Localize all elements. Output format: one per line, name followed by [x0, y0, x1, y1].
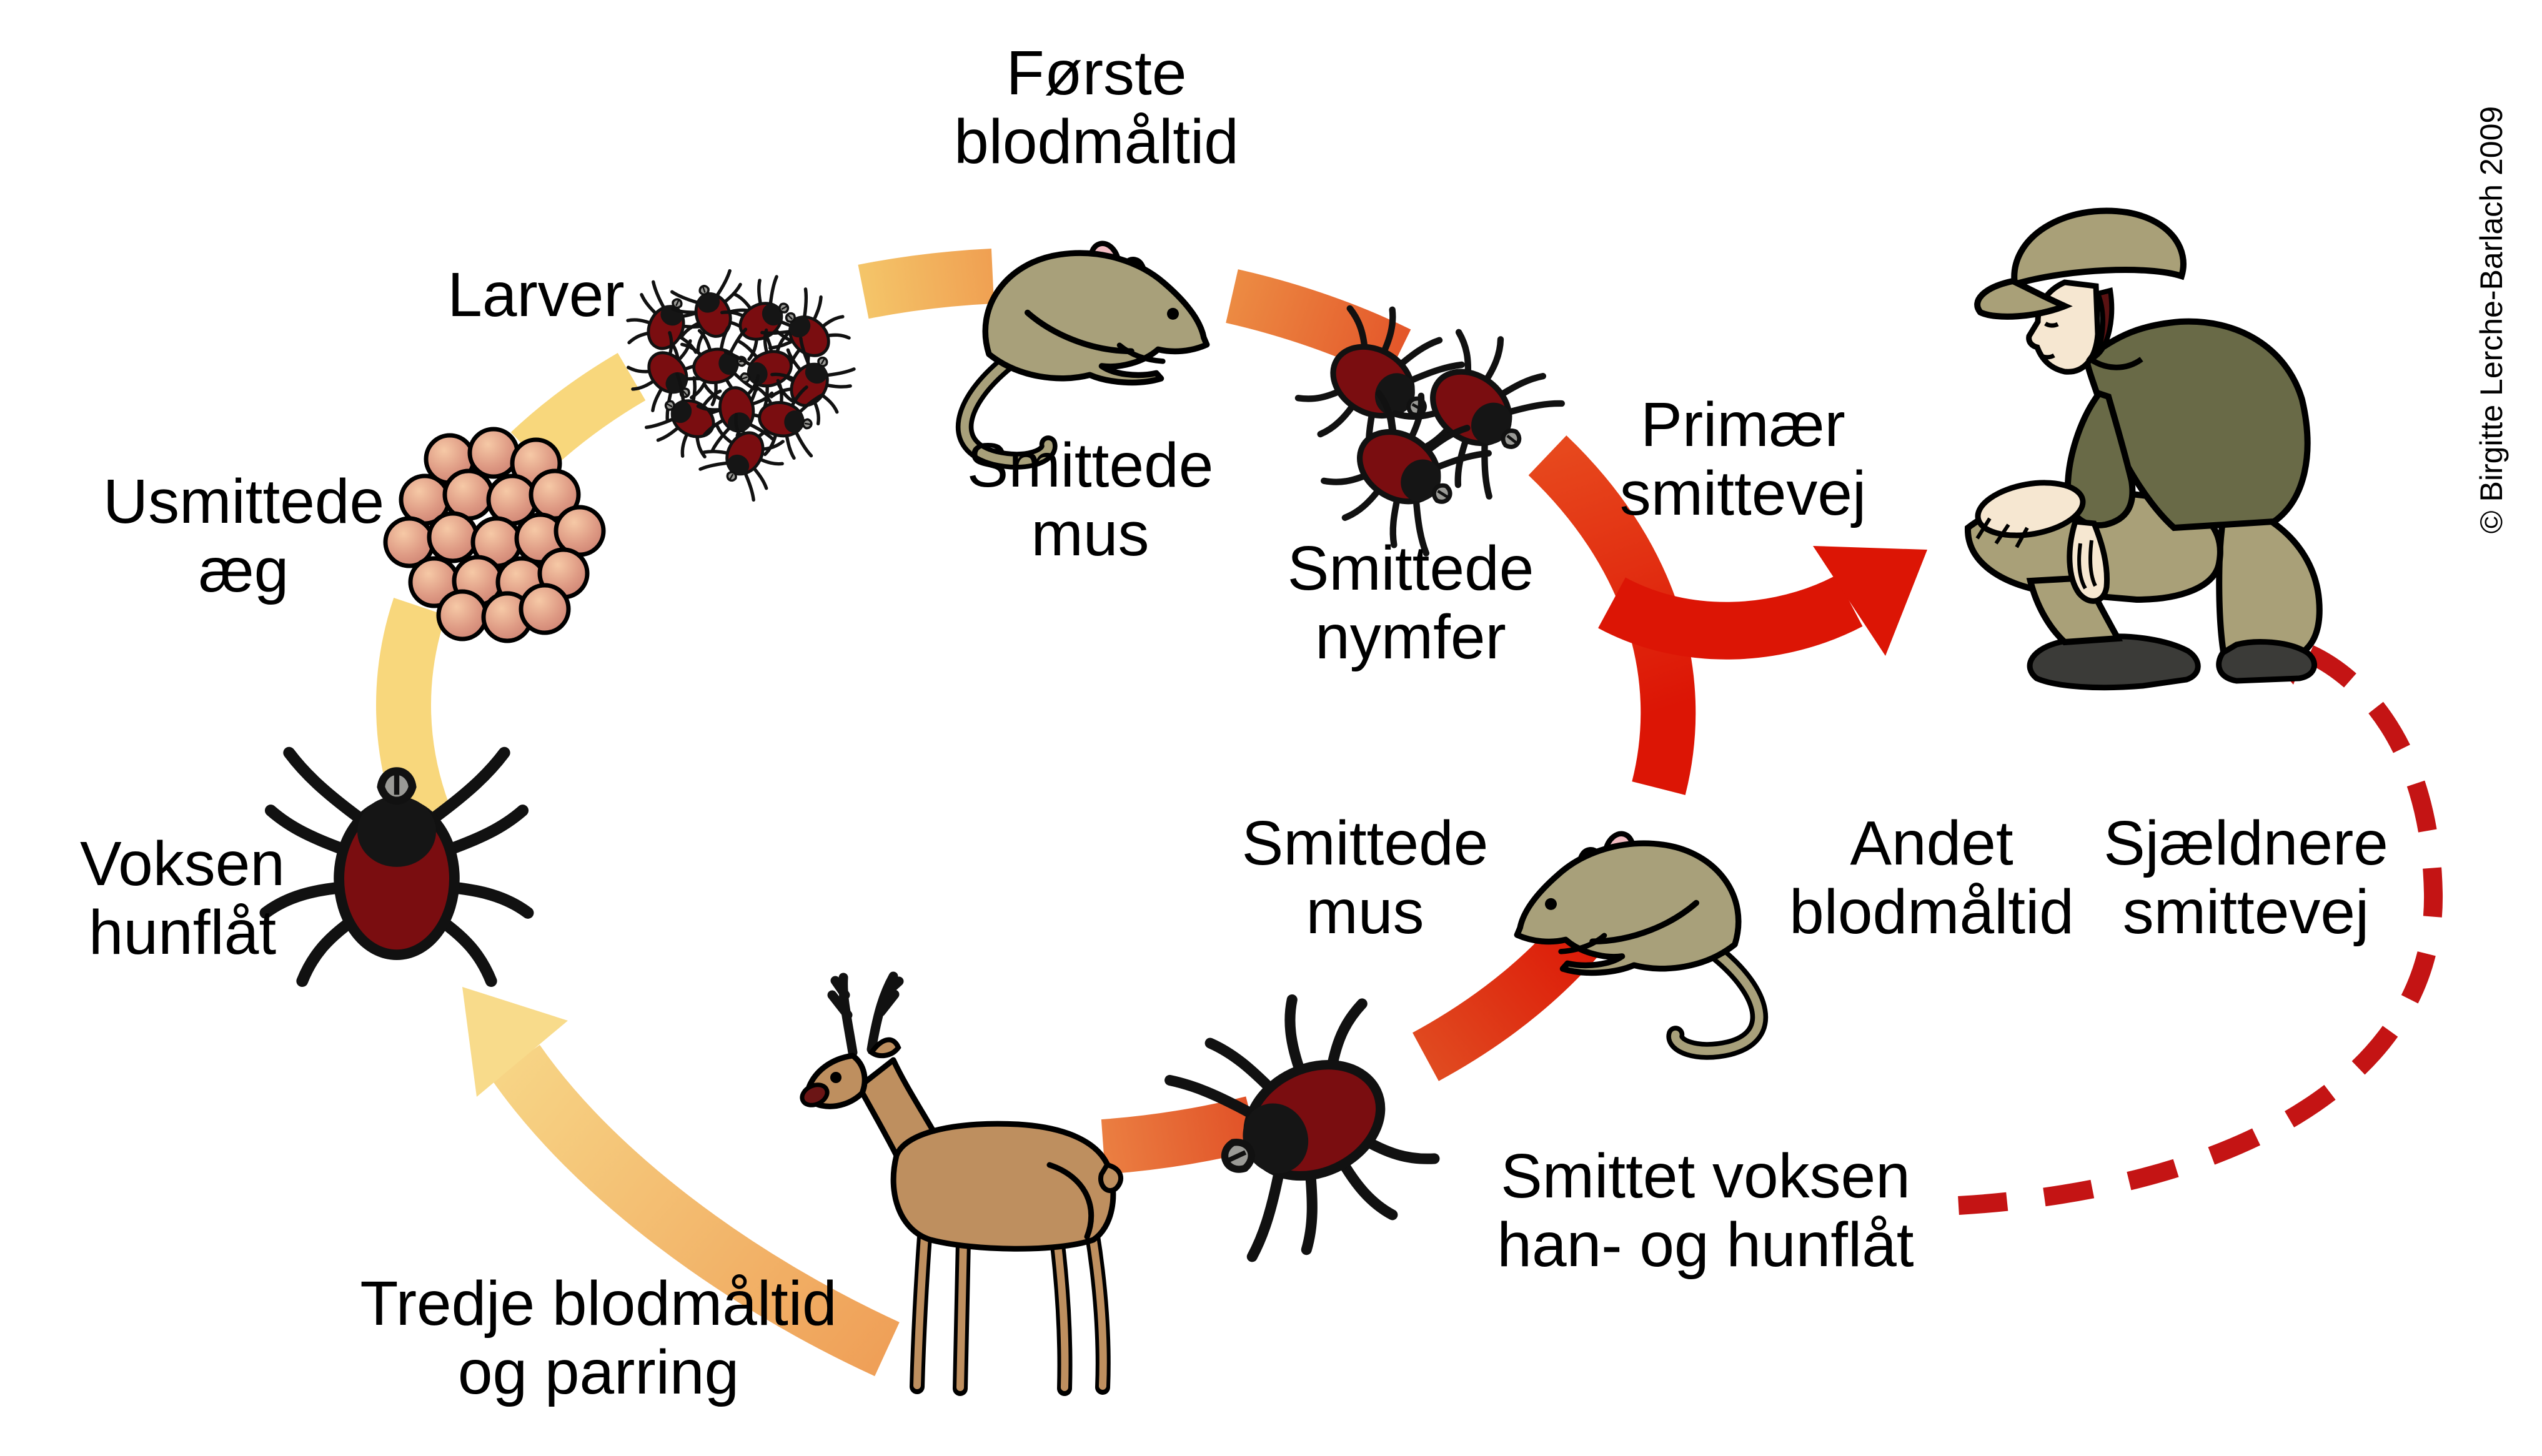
label-forste-line2: blodmåltid [954, 107, 1239, 177]
label-mus1-line1: Smittede [966, 430, 1214, 500]
return-arrow [462, 987, 900, 1377]
label-mus2-line1: Smittede [1241, 808, 1489, 878]
label-voksen-line2: hunflåt [88, 898, 277, 968]
person-knee-fingers [1975, 517, 2029, 548]
label-smittede-mus-1: Smittede mus [967, 431, 1214, 568]
primary-route-arrow [1598, 546, 1927, 660]
person-cap-brim [1974, 277, 2073, 320]
label-larver-line1: Larver [447, 260, 625, 330]
label-voksen-hunflat: Voksen hunflåt [80, 830, 285, 967]
person-rear-leg [2210, 495, 2323, 663]
person-hand-fingers [2077, 540, 2097, 590]
arc-mouse-to-nymphs [1226, 269, 1411, 379]
label-larver: Larver [447, 260, 624, 329]
person-hanging-hand [2067, 518, 2110, 604]
label-sjaeldnere-smittevej: Sjældnere smittevej [2103, 809, 2388, 946]
person-front-boot [2027, 633, 2201, 691]
label-mus2-line2: mus [1306, 877, 1424, 947]
label-tredje-line2: og parring [457, 1337, 740, 1407]
deer-legs-fill [913, 1229, 1107, 1391]
person-collar [2086, 355, 2143, 370]
label-andet-line1: Andet [1850, 808, 2013, 878]
person-hair [2090, 287, 2115, 364]
label-andet-line2: blodmåltid [1789, 877, 2074, 947]
arc-tick-to-deer [1101, 1096, 1259, 1174]
label-nymfer-line1: Smittede [1287, 533, 1534, 603]
label-smittede-nymfer: Smittede nymfer [1288, 534, 1534, 671]
label-tredje-line1: Tredje blodmåltid [360, 1269, 837, 1339]
deer-legs-outline [910, 1225, 1111, 1396]
label-usmittede-line1: Usmittede [102, 467, 385, 537]
adult-female-tick-icon [266, 753, 528, 981]
person-sleeve [2064, 390, 2136, 528]
label-smittet-line1: Smittet voksen [1501, 1141, 1910, 1211]
arc-larvae-to-mouse [858, 249, 995, 319]
label-nymfer-line2: nymfer [1315, 602, 1506, 672]
label-primaer-line1: Primær [1641, 390, 1845, 460]
label-primaer-line2: smittevej [1619, 458, 1867, 528]
person-cap [2011, 207, 2187, 289]
label-primaer-smittevej: Primær smittevej [1620, 390, 1867, 528]
arc-tick-to-eggs [375, 598, 451, 828]
label-tredje-blodmaltid: Tredje blodmåltid og parring [360, 1269, 837, 1407]
label-forste-line1: Første [1006, 38, 1187, 108]
crouching-person [1964, 207, 2323, 691]
person-rear-boot [2216, 639, 2317, 684]
label-voksen-line1: Voksen [79, 829, 285, 899]
label-forste-blodmaltid: Første blodmåltid [954, 39, 1239, 176]
label-smittede-mus-2: Smittede mus [1242, 809, 1489, 946]
egg-cluster-icon [383, 427, 606, 643]
person-knee-hand [1975, 480, 2086, 538]
label-sjaeldnere-line2: smittevej [2122, 877, 2370, 947]
label-usmittede-aeg: Usmittede æg [103, 467, 384, 605]
label-smittet-voksen: Smittet voksen han- og hunflåt [1497, 1142, 1914, 1279]
label-smittet-line2: han- og hunflåt [1497, 1210, 1914, 1280]
deer-illustration [800, 971, 1123, 1396]
label-mus1-line2: mus [1031, 499, 1149, 569]
person-eye [2044, 321, 2059, 328]
infected-mouse-first [965, 240, 1207, 460]
infected-mouse-second [1517, 831, 1759, 1051]
person-mouth [2038, 353, 2055, 360]
label-usmittede-line2: æg [198, 535, 289, 605]
larvae-cluster-icon [620, 269, 860, 503]
copyright-notice: © Birgitte Lerche-Barlach 2009 [2474, 106, 2509, 534]
label-sjaeldnere-line1: Sjældnere [2103, 808, 2388, 878]
deer-antlers [827, 971, 904, 1057]
label-andet-blodmaltid: Andet blodmåltid [1789, 809, 2074, 946]
